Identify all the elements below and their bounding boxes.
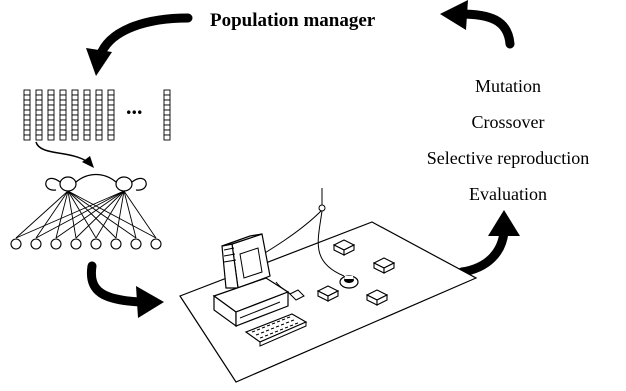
arrow-to-evaluation xyxy=(457,210,520,277)
khepera-robot xyxy=(339,275,359,289)
genome-string xyxy=(107,89,115,141)
genome-string xyxy=(163,89,171,141)
input-neuron xyxy=(130,238,142,250)
computer xyxy=(212,233,308,347)
obstacle-cube xyxy=(316,285,340,302)
operator-mutation: Mutation xyxy=(475,76,541,96)
page-title: Population manager xyxy=(210,10,376,31)
operator-evaluation: Evaluation xyxy=(469,184,547,204)
keyboard-keys xyxy=(251,316,299,339)
obstacle-cube xyxy=(332,239,356,256)
input-neuron xyxy=(90,238,102,250)
obstacle-cube xyxy=(372,257,396,274)
arrow-to-population-manager xyxy=(440,0,515,49)
arrow-to-population xyxy=(86,13,193,76)
operator-selective-reproduction: Selective reproduction xyxy=(426,148,590,168)
arrow-to-environment xyxy=(86,261,164,318)
input-neuron xyxy=(50,238,62,250)
genome-string xyxy=(83,89,91,141)
genome-string xyxy=(71,89,79,141)
decode-arrow xyxy=(35,141,94,168)
input-neuron xyxy=(30,238,42,250)
input-neuron xyxy=(150,238,162,250)
obstacle-cube xyxy=(365,289,389,306)
genome-string xyxy=(59,89,67,141)
input-neuron xyxy=(70,238,82,250)
genome-string xyxy=(95,89,103,141)
input-neuron xyxy=(110,238,122,250)
genome-population xyxy=(23,89,171,141)
arena-floor xyxy=(179,221,478,383)
input-neuron xyxy=(10,238,22,250)
neural-network xyxy=(10,173,162,250)
population-ellipsis: ... xyxy=(126,94,143,119)
genome-string xyxy=(23,89,31,141)
genome-string xyxy=(47,89,55,141)
operator-crossover: Crossover xyxy=(471,112,545,132)
genome-string xyxy=(35,89,43,141)
arena-obstacles xyxy=(316,239,396,306)
output-neuron xyxy=(59,176,77,192)
output-neuron xyxy=(115,176,133,192)
